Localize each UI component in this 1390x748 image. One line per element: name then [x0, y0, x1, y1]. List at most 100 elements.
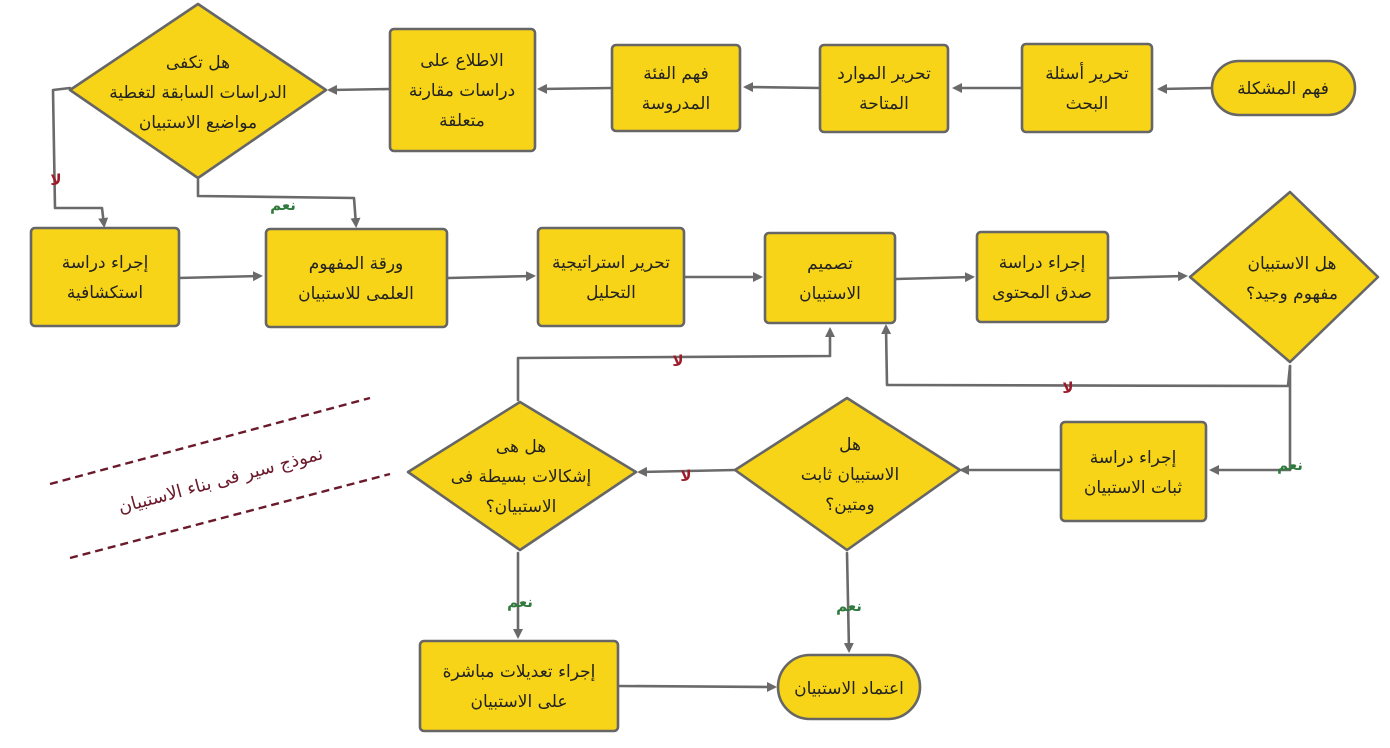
text-content-validity: إجراء دراسة صدق المحتوى: [992, 253, 1092, 303]
text-reliability-decision: هل الاستبيان ثابت ومتين؟: [801, 435, 899, 515]
node-label-line: الاستبيان؟: [486, 497, 557, 517]
text-review-studies: الاطلاع على دراسات مقارنة متعلقة: [409, 51, 515, 131]
node-label-line: على الاستبيان: [470, 692, 567, 712]
node-define-questions: [1020, 42, 1154, 134]
nodes: فهم المشكلة تحرير أسئلة البحث تحرير الموا…: [29, 2, 1380, 733]
node-label-line: اعتماد الاستبيان: [794, 679, 904, 699]
arrow-edits-to-adopt: [616, 681, 777, 692]
node-clarity-decision: [1188, 190, 1380, 364]
node-label-line: استكشافية: [67, 283, 143, 303]
arrow-exploratory-to-concept: [176, 271, 263, 282]
label-yes-minor: نعم: [507, 593, 533, 611]
node-direct-edits: [418, 639, 620, 733]
node-label-line: صدق المحتوى: [992, 283, 1092, 303]
label-yes-clarity: نعم: [1277, 456, 1303, 474]
label-yes-concept: نعم: [270, 196, 296, 214]
node-label-line: المتاحة: [859, 94, 909, 114]
node-label-line: التحليل: [586, 283, 636, 303]
connectors: [51, 82, 1292, 692]
node-define-resources: [818, 43, 950, 134]
node-analysis-strategy: [536, 226, 686, 328]
arrow-minor-no-to-design: [516, 327, 835, 402]
text-understand-problem: فهم المشكلة: [1237, 79, 1329, 99]
label-no-minor: لا: [672, 352, 683, 370]
node-label-line: تحرير استراتيجية: [552, 253, 670, 273]
node-label-line: تحرير أسئلة: [1045, 62, 1129, 84]
node-concept-paper: [264, 227, 449, 329]
arrow-concept-to-strategy: [446, 271, 536, 282]
node-label-line: ومتين؟: [825, 495, 875, 515]
node-minor-issues-decision: [406, 400, 638, 552]
node-content-validity: [975, 230, 1110, 324]
text-design-questionnaire: تصميم الاستبيان: [799, 254, 861, 304]
node-label-line: ثبات الاستبيان: [1084, 478, 1182, 498]
text-concept-paper: ورقة المفهوم العلمى للاستبيان: [298, 254, 414, 304]
node-label-line: متعلقة: [439, 111, 485, 131]
diagram-caption: نموذج سير فى بناء الاستبيان: [116, 443, 325, 518]
node-understand-group: [610, 43, 742, 133]
arrow-clarity-yes-to-reliability: [1209, 364, 1292, 475]
node-label-line: تصميم: [807, 254, 853, 274]
arrow-content-to-clarity: [1106, 271, 1188, 282]
node-label-line: البحث: [1066, 94, 1109, 114]
caption-line-bottom: [69, 472, 391, 560]
label-no-exploratory: لا: [50, 171, 61, 189]
arrow-group-to-review: [537, 83, 614, 94]
node-label-line: العلمى للاستبيان: [298, 284, 414, 304]
text-exploratory-study: إجراء دراسة استكشافية: [62, 253, 149, 303]
caption-block: نموذج سير فى بناء الاستبيان: [49, 396, 391, 560]
label-yes-reliability: نعم: [836, 597, 862, 615]
text-define-questions: تحرير أسئلة البحث: [1045, 62, 1129, 114]
node-label-line: الاطلاع على: [420, 51, 504, 71]
text-define-resources: تحرير الموارد المتاحة: [837, 64, 931, 114]
arrow-clarity-no-to-design: [881, 324, 1292, 388]
arrow-decision-yes-to-concept: [196, 178, 361, 228]
node-reliability-study: [1059, 420, 1208, 523]
node-label-line: ورقة المفهوم: [309, 254, 404, 274]
node-review-studies: [388, 27, 537, 153]
node-reliability-decision: [733, 396, 962, 552]
node-label-line: فهم الفئة: [643, 64, 708, 84]
node-label-line: إجراء تعديلات مباشرة: [443, 662, 596, 682]
arrow-reliability-yes-to-adopt: [843, 551, 854, 653]
node-label-line: هل: [839, 435, 861, 455]
text-analysis-strategy: تحرير استراتيجية التحليل: [552, 253, 670, 303]
node-label-line: إجراء دراسة: [62, 253, 149, 273]
branch-labels: لا نعم لا نعم لا لا نعم نعم: [50, 171, 1303, 615]
node-prior-studies-decision: [68, 2, 328, 180]
text-minor-issues-decision: هل هى إشكالات بسيطة فى الاستبيان؟: [451, 437, 591, 517]
node-label-line: الاستبيان: [799, 284, 861, 304]
node-label-line: الدراسات السابقة لتغطية: [109, 83, 286, 103]
node-label-line: الاستبيان ثابت: [801, 465, 899, 485]
label-no-clarity: لا: [1062, 379, 1073, 397]
node-label-line: مواضيع الاستبيان: [139, 113, 257, 133]
node-label-line: إجراء دراسة: [1090, 448, 1177, 468]
node-label-line: هل الاستبيان: [1248, 254, 1337, 274]
node-label-line: هل هى: [496, 437, 546, 457]
node-design-questionnaire: [763, 231, 897, 325]
node-label-line: هل تكفى: [166, 53, 230, 73]
label-no-reliability: لا: [680, 467, 691, 485]
node-label-line: تحرير الموارد: [837, 64, 931, 84]
arrow-reliability-no-to-minor: [637, 466, 737, 477]
node-label-line: إشكالات بسيطة فى: [451, 467, 591, 487]
node-label-line: مفهوم وجيد؟: [1246, 284, 1338, 304]
node-label-line: دراسات مقارنة: [409, 81, 515, 101]
text-direct-edits: إجراء تعديلات مباشرة على الاستبيان: [443, 662, 596, 712]
text-prior-studies-decision: هل تكفى الدراسات السابقة لتغطية مواضيع الا…: [109, 53, 286, 133]
node-label-line: المدروسة: [642, 94, 710, 114]
arrow-design-to-content: [894, 272, 975, 283]
text-understand-group: فهم الفئة المدروسة: [642, 64, 710, 114]
text-reliability-study: إجراء دراسة ثبات الاستبيان: [1084, 448, 1182, 498]
arrow-problem-to-questions: [1157, 83, 1214, 94]
caption-line-top: [49, 396, 371, 486]
node-adopt-questionnaire: [776, 653, 922, 721]
arrow-review-to-decision: [327, 84, 392, 95]
node-exploratory-study: [29, 226, 181, 328]
node-understand-problem: [1210, 59, 1357, 117]
node-label-line: إجراء دراسة: [999, 253, 1086, 273]
arrow-resources-to-group: [743, 82, 822, 93]
node-label-line: فهم المشكلة: [1237, 79, 1329, 99]
arrow-decision-no-to-exploratory: [51, 86, 109, 228]
